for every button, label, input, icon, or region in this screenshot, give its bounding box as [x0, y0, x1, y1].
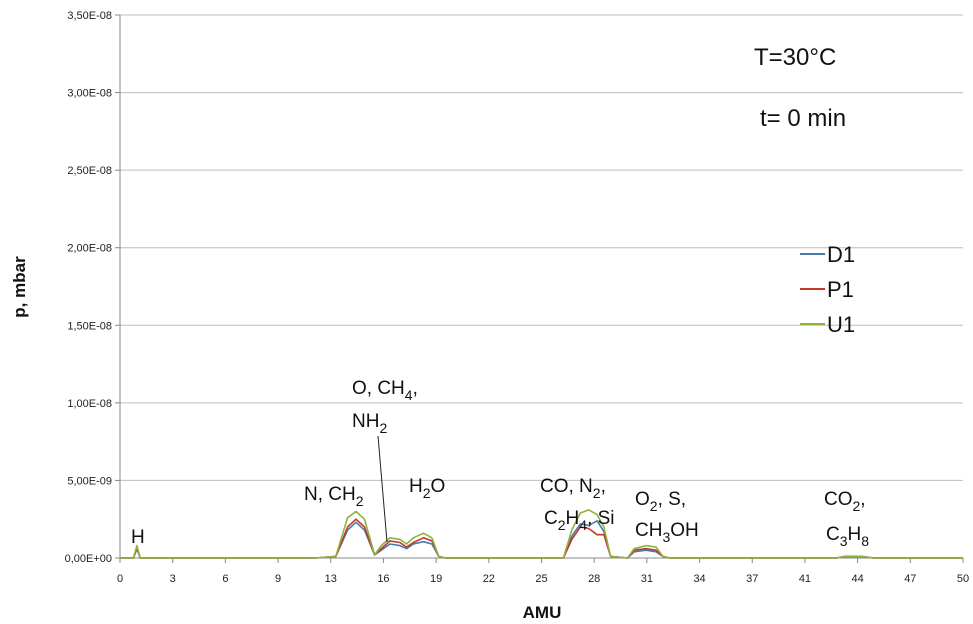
- x-tick-label: 28: [588, 573, 600, 585]
- series-line-u1: [120, 509, 963, 559]
- y-tick-label: 1,50E-08: [67, 320, 112, 332]
- peak-label-n-ch2: N, CH2: [304, 484, 364, 509]
- peak-label-o-ch4-comma: ,: [413, 378, 418, 399]
- peak-label-co-n2: CO, N2,: [540, 476, 606, 501]
- peak-label-co-n2-comma: ,: [601, 476, 606, 497]
- peak-label-co2-comma: ,: [860, 489, 865, 510]
- peak-label-c2h4-sub2: 2: [558, 517, 566, 533]
- peak-label-h2o-o: O: [431, 476, 446, 497]
- legend: D1 P1 U1: [800, 242, 855, 337]
- y-tick-label: 0,00E+00: [65, 553, 112, 565]
- x-tick-label: 41: [799, 573, 811, 585]
- legend-label-p1: P1: [827, 277, 854, 302]
- y-tick-label: 2,00E-08: [67, 243, 112, 255]
- y-tick-label: 3,50E-08: [67, 10, 112, 22]
- tick-labels: 0,00E+00 5,00E-09 1,00E-08 1,50E-08 2,00E-08…: [65, 10, 970, 585]
- x-tick-label: 3: [170, 573, 176, 585]
- peak-label-n-ch2-sub: 2: [356, 493, 364, 509]
- peak-label-h2o: H2O: [409, 476, 445, 501]
- x-tick-label: 13: [325, 573, 337, 585]
- x-tick-label: 0: [117, 573, 123, 585]
- peak-label-c2h4-sub4: 4: [579, 517, 587, 533]
- peak-label-o-ch4-sub: 4: [405, 387, 413, 403]
- legend-label-d1: D1: [827, 242, 855, 267]
- y-tick-label: 5,00E-09: [67, 475, 112, 487]
- x-tick-label: 25: [535, 573, 547, 585]
- x-tick-label: 16: [377, 573, 389, 585]
- peak-label-co2-sub: 2: [853, 498, 861, 514]
- peak-label-o2-o: O: [635, 489, 650, 510]
- annotation-temperature: T=30°C: [754, 44, 836, 71]
- x-tick-label: 31: [641, 573, 653, 585]
- x-tick-label: 50: [957, 573, 969, 585]
- x-axis-title: AMU: [523, 603, 562, 622]
- peak-label-s: , S,: [658, 489, 687, 510]
- x-tick-label: 34: [693, 573, 705, 585]
- peak-label-c2h4-c: C: [544, 508, 558, 529]
- peak-label-ch3oh-sub: 3: [662, 529, 670, 545]
- peak-label-ch3oh-oh: OH: [670, 520, 699, 541]
- peak-label-c3h8-sub8: 8: [861, 533, 869, 549]
- x-tick-label: 22: [483, 573, 495, 585]
- peak-label-nh2: NH2: [352, 411, 387, 436]
- peak-label-co-n2-sub: 2: [593, 485, 601, 501]
- peak-label-si: , Si: [587, 508, 614, 529]
- peak-label-c3h8-sub3: 3: [840, 533, 848, 549]
- y-axis-title: p, mbar: [10, 256, 29, 318]
- peak-label-n-ch2-text: N, CH: [304, 484, 356, 505]
- x-tick-label: 9: [275, 573, 281, 585]
- peak-label-ch3oh-ch: CH: [635, 520, 662, 541]
- series-lines: [120, 509, 963, 559]
- peak-label-o2-s: O2, S,: [635, 489, 686, 514]
- peak-label-o-ch4-text: O, CH: [352, 378, 405, 399]
- peak-label-co2-co: CO: [824, 489, 853, 510]
- peak-label-h: H: [131, 527, 145, 548]
- x-tick-label: 44: [852, 573, 864, 585]
- y-tick-label: 2,50E-08: [67, 165, 112, 177]
- peak-label-h2o-sub: 2: [423, 485, 431, 501]
- peak-label-ch3oh: CH3OH: [635, 520, 699, 545]
- y-tick-label: 3,00E-08: [67, 88, 112, 100]
- peak-label-co-n2-text: CO, N: [540, 476, 593, 497]
- peak-label-co2: CO2,: [824, 489, 866, 514]
- peak-label-c2h4-h: H: [566, 508, 580, 529]
- peak-label-c3h8-c: C: [826, 524, 840, 545]
- peak-label-c2h4-si: C2H4, Si: [544, 508, 615, 533]
- peak-label-nh2-sub: 2: [379, 420, 387, 436]
- peak-label-nh2-text: NH: [352, 411, 379, 432]
- legend-label-u1: U1: [827, 312, 855, 337]
- peak-label-h2o-h: H: [409, 476, 423, 497]
- annotation-time: t= 0 min: [760, 105, 846, 132]
- x-tick-label: 19: [430, 573, 442, 585]
- peak-label-o-ch4: O, CH4,: [352, 378, 418, 403]
- peak-label-c3h8: C3H8: [826, 524, 869, 549]
- peak-label-o2-sub: 2: [650, 498, 658, 514]
- gridlines: [120, 14, 963, 481]
- x-tick-label: 37: [746, 573, 758, 585]
- peak-label-c3h8-h: H: [848, 524, 862, 545]
- x-tick-label: 47: [904, 573, 916, 585]
- y-tick-label: 1,00E-08: [67, 398, 112, 410]
- x-tick-label: 6: [222, 573, 228, 585]
- peak-leader-line: [377, 435, 388, 543]
